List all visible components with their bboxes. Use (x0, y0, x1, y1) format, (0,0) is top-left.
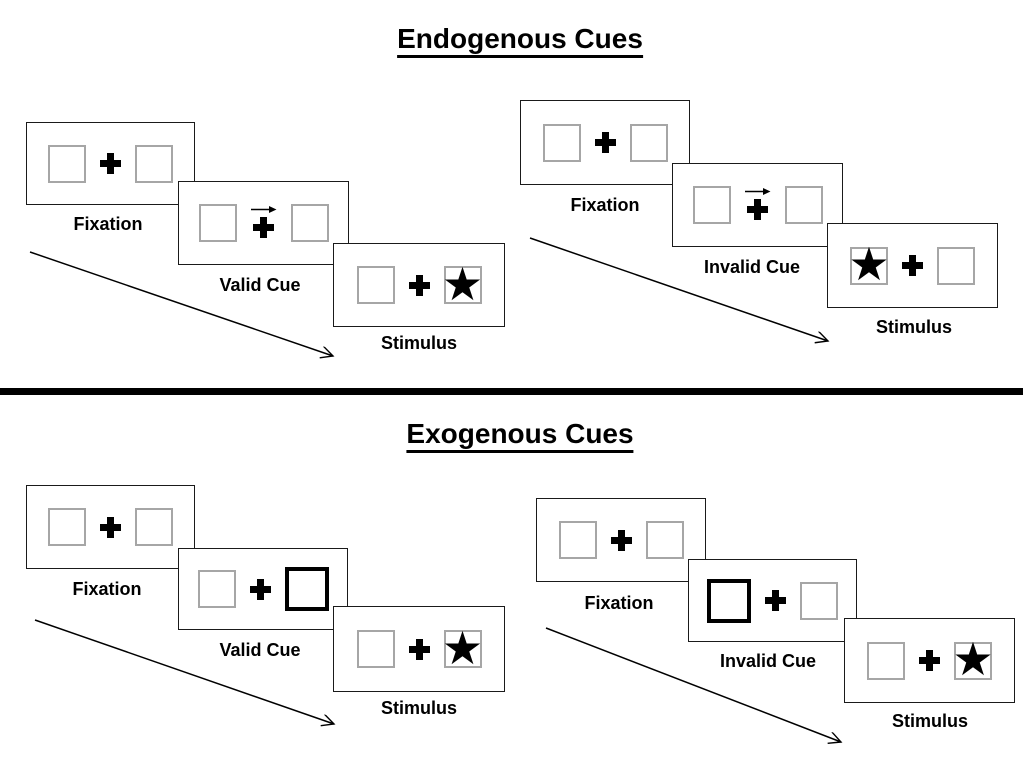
panel-label-stimulus: Stimulus (380, 333, 458, 353)
fixation-cross-icon (408, 274, 430, 296)
central-cue (744, 187, 771, 220)
left-box (867, 641, 905, 680)
panel-label-fixation: Fixation (570, 195, 640, 215)
left-box (197, 570, 236, 608)
star-target-icon: ★ (441, 257, 484, 310)
left-box (558, 521, 597, 559)
left-box (542, 123, 581, 162)
star-target-icon: ★ (848, 238, 890, 290)
fixation-cross-icon (747, 198, 768, 220)
right-box (290, 204, 329, 242)
panel-label-fixation: Fixation (72, 579, 142, 599)
stimulus-screen: ★ (333, 606, 505, 692)
cue-screen (178, 181, 349, 265)
left-box (692, 186, 731, 224)
left-box (356, 266, 395, 304)
target-box: ★ (442, 261, 483, 307)
panel-label-invalid-cue: Invalid Cue (703, 257, 801, 277)
target-box: ★ (848, 241, 889, 287)
right-box (135, 144, 173, 183)
panel-label-valid-cue: Valid Cue (219, 640, 301, 660)
panel-label-stimulus: Stimulus (891, 711, 969, 731)
right-box (135, 508, 173, 546)
star-target-icon: ★ (441, 621, 484, 674)
target-box: ★ (952, 636, 993, 682)
cue-arrow-right-icon (744, 187, 770, 195)
panel-label-stimulus: Stimulus (380, 698, 458, 718)
star-target-icon: ★ (952, 633, 994, 685)
right-box (629, 123, 668, 162)
panel-label-invalid-cue: Invalid Cue (719, 651, 817, 671)
central-cue (250, 205, 277, 238)
panel-label-stimulus: Stimulus (875, 317, 953, 337)
left-box (198, 204, 237, 242)
left-box (48, 144, 86, 183)
fixation-screen (26, 485, 195, 569)
stimulus-screen: ★ (333, 243, 505, 327)
fixation-cross-icon (594, 132, 616, 153)
fixation-screen (520, 100, 690, 185)
fixation-screen (536, 498, 706, 582)
time-sequence-arrow (29, 251, 348, 364)
cue-screen (672, 163, 843, 247)
highlighted-cue-box (707, 578, 751, 623)
fixation-cross-icon (100, 153, 121, 174)
left-box (356, 630, 395, 668)
fixation-cross-icon (408, 638, 430, 660)
panel-label-fixation: Fixation (584, 593, 654, 613)
stimulus-screen: ★ (844, 618, 1015, 703)
fixation-cross-icon (253, 216, 274, 238)
cue-arrow-right-icon (250, 205, 276, 213)
panel-label-fixation: Fixation (73, 214, 143, 234)
fixation-cross-icon (902, 255, 923, 276)
fixation-cross-icon (610, 529, 632, 551)
section-title-endogenous: Endogenous Cues (397, 24, 643, 59)
left-box (48, 508, 86, 546)
fixation-cross-icon (100, 516, 121, 538)
right-box (645, 521, 684, 559)
time-sequence-arrow (34, 619, 345, 730)
fixation-cross-icon (765, 590, 786, 611)
cue-screen (178, 548, 348, 630)
cue-screen (688, 559, 857, 642)
stimulus-screen: ★ (827, 223, 998, 308)
fixation-screen (26, 122, 195, 205)
time-sequence-arrow (529, 237, 840, 348)
right-box (800, 581, 838, 620)
fixation-cross-icon (919, 650, 940, 671)
highlighted-cue-box (284, 567, 329, 611)
section-divider (0, 388, 1023, 395)
section-title-exogenous: Exogenous Cues (406, 419, 634, 454)
right-box (784, 186, 823, 224)
panel-label-valid-cue: Valid Cue (219, 275, 301, 295)
time-sequence-arrow (545, 627, 852, 750)
target-box: ★ (442, 625, 483, 671)
right-box (937, 246, 975, 285)
fixation-cross-icon (249, 578, 271, 600)
